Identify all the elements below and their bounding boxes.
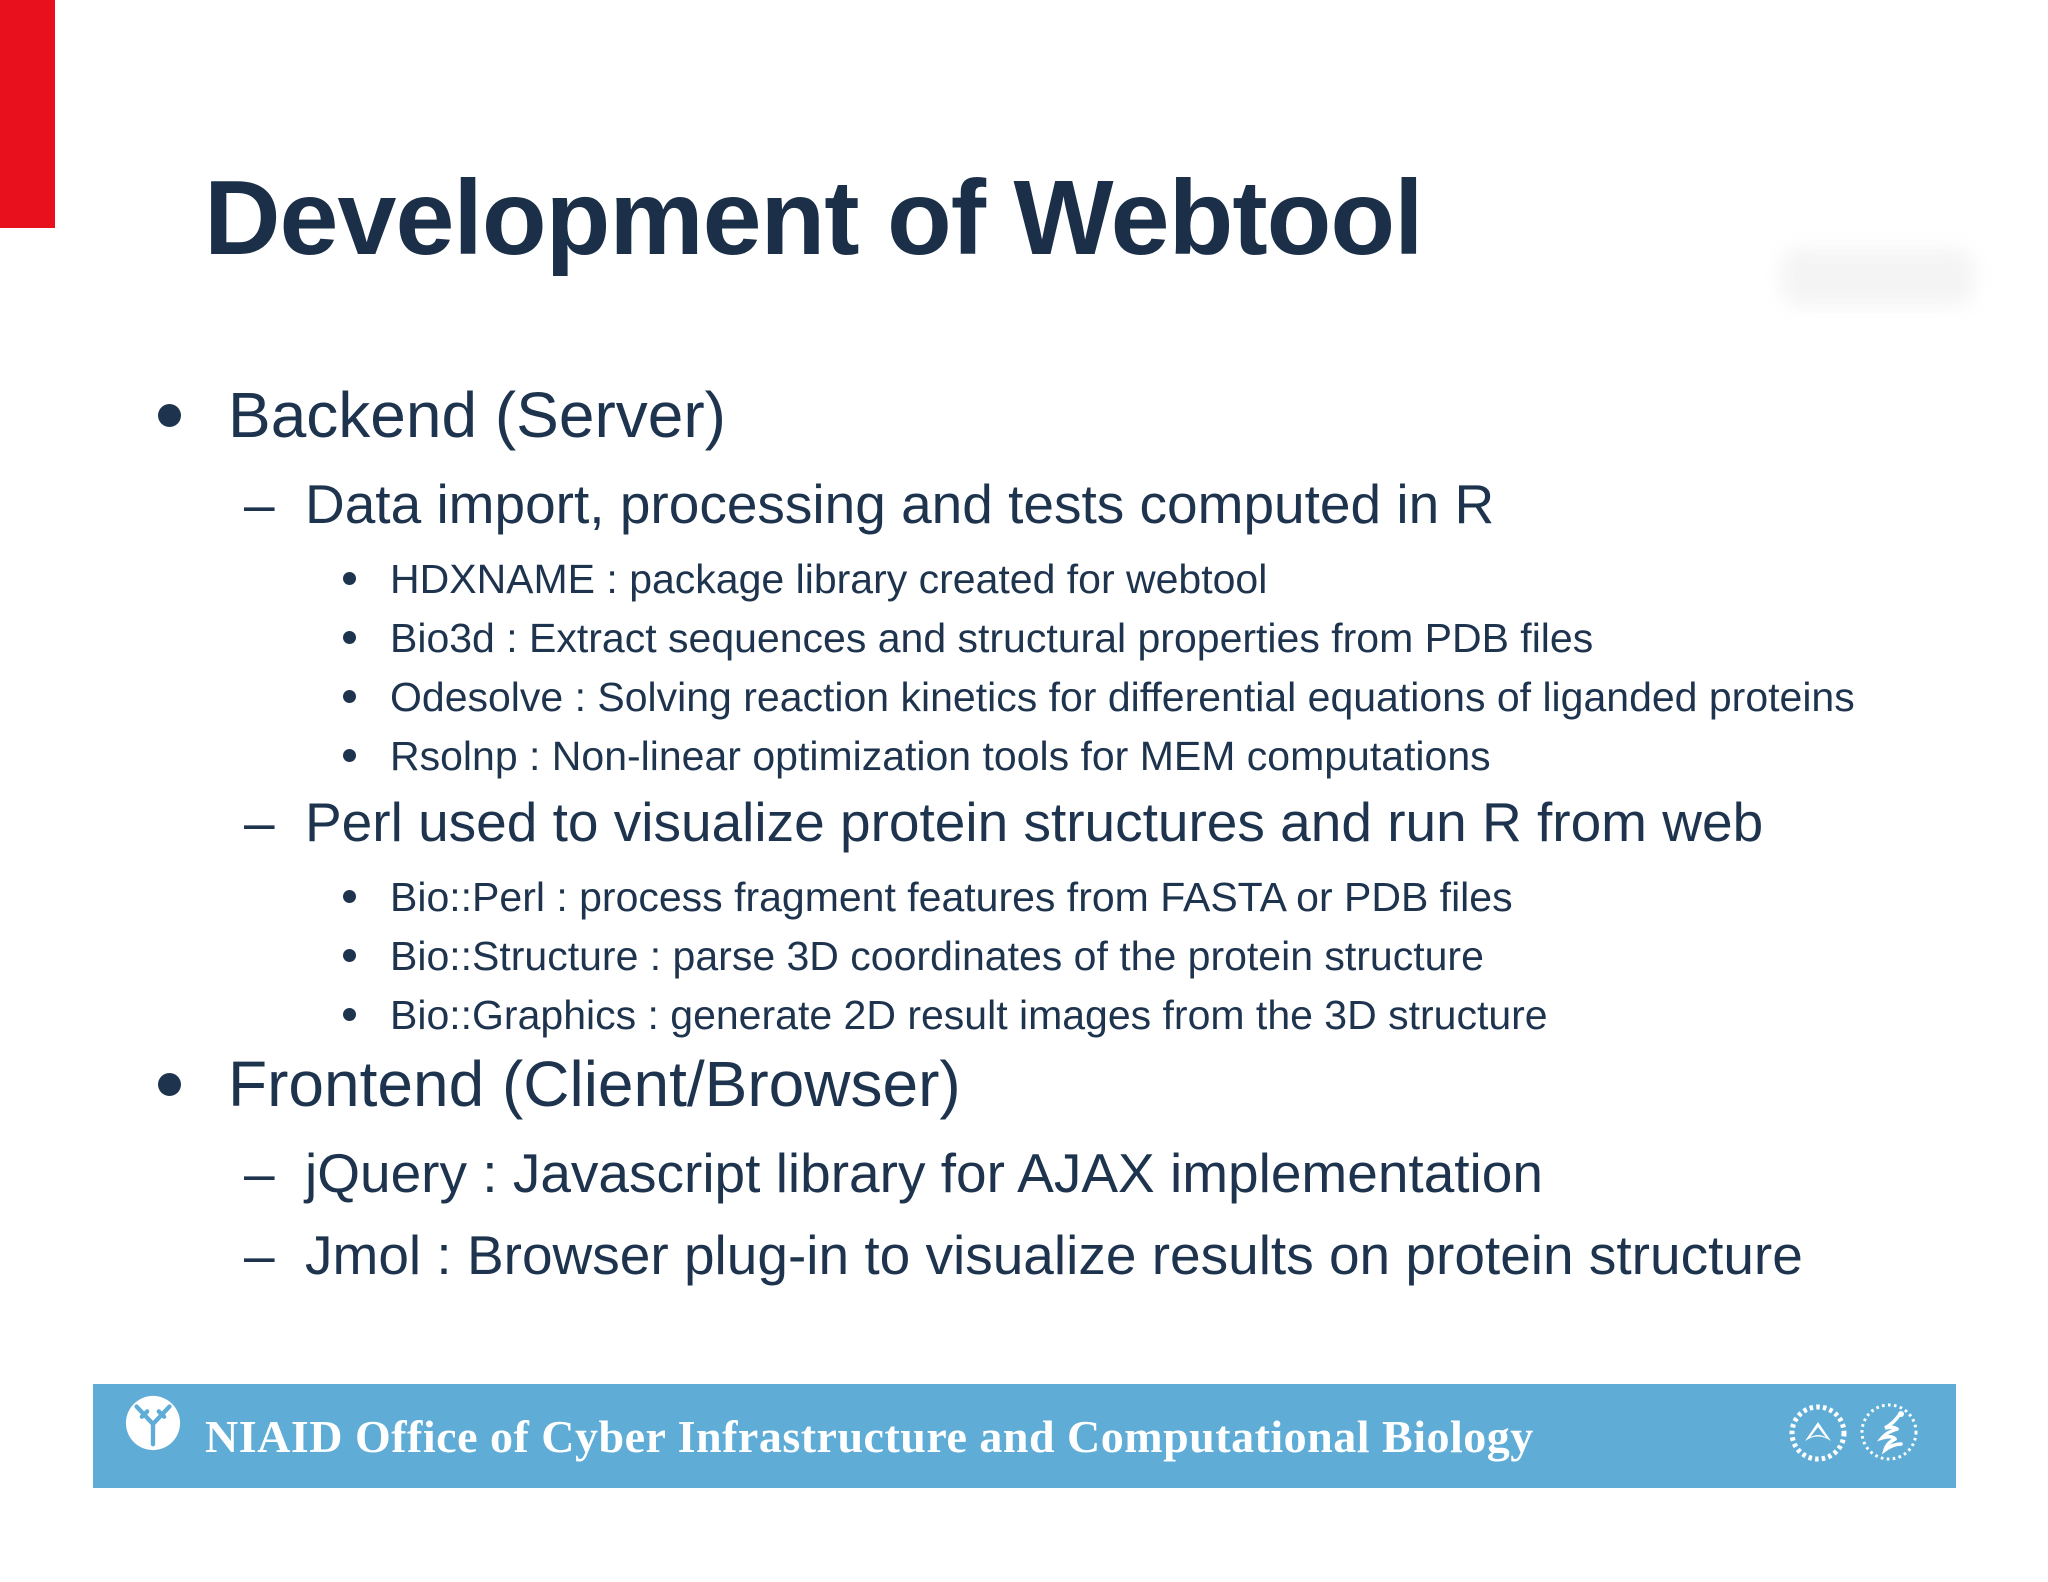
bullet-icon (343, 690, 356, 703)
list-item-label: Bio::Structure : parse 3D coordinates of… (390, 933, 1484, 979)
footer-bar: NIAID Office of Cyber Infrastructure and… (93, 1384, 1956, 1488)
list-item: Bio::Perl : process fragment features fr… (0, 868, 2048, 927)
list-item-label: Odesolve : Solving reaction kinetics for… (390, 674, 1855, 720)
bullet-icon (158, 1073, 181, 1096)
list-item-label: Perl used to visualize protein structure… (305, 791, 1764, 853)
hhs-eagle-icon (1860, 1403, 1918, 1461)
bullet-icon (343, 890, 356, 903)
list-item-label: Frontend (Client/Browser) (228, 1048, 961, 1120)
list-item: Bio3d : Extract sequences and structural… (0, 609, 2048, 668)
bullet-icon (343, 749, 356, 762)
list-item: Bio::Structure : parse 3D coordinates of… (0, 927, 2048, 986)
niaid-logo-icon (125, 1395, 181, 1451)
nih-logo-icon (1789, 1404, 1847, 1462)
bullet-list: Backend (Server)–Data import, processing… (0, 376, 2048, 1301)
dash-icon: – (244, 1224, 275, 1286)
list-item: HDXNAME : package library created for we… (0, 550, 2048, 609)
dash-icon: – (244, 1142, 275, 1204)
bullet-icon (343, 572, 356, 585)
list-item: Odesolve : Solving reaction kinetics for… (0, 668, 2048, 727)
dash-icon: – (244, 791, 275, 853)
list-item-label: Bio::Graphics : generate 2D result image… (390, 992, 1548, 1038)
footer-title: NIAID Office of Cyber Infrastructure and… (205, 1410, 1534, 1462)
list-item-label: Bio3d : Extract sequences and structural… (390, 615, 1594, 661)
page-title: Development of Webtool (204, 159, 1424, 277)
list-item: Backend (Server) (0, 376, 2048, 454)
list-item-label: Jmol : Browser plug-in to visualize resu… (305, 1224, 1803, 1286)
list-item: –jQuery : Javascript library for AJAX im… (0, 1137, 2048, 1209)
list-item-label: HDXNAME : package library created for we… (390, 556, 1268, 602)
list-item-label: jQuery : Javascript library for AJAX imp… (305, 1142, 1543, 1204)
bullet-icon (158, 404, 181, 427)
list-item-label: Rsolnp : Non-linear optimization tools f… (390, 733, 1491, 779)
list-item-label: Bio::Perl : process fragment features fr… (390, 874, 1513, 920)
dash-icon: – (244, 473, 275, 535)
list-item: –Jmol : Browser plug-in to visualize res… (0, 1219, 2048, 1291)
bullet-icon (343, 631, 356, 644)
title-smudge (1780, 248, 1975, 306)
list-item-label: Data import, processing and tests comput… (305, 473, 1495, 535)
list-item: –Perl used to visualize protein structur… (0, 786, 2048, 858)
list-item: Rsolnp : Non-linear optimization tools f… (0, 727, 2048, 786)
bullet-icon (343, 949, 356, 962)
bullet-icon (343, 1008, 356, 1021)
list-item-label: Backend (Server) (228, 379, 726, 451)
list-item: –Data import, processing and tests compu… (0, 468, 2048, 540)
list-item: Bio::Graphics : generate 2D result image… (0, 986, 2048, 1045)
red-edge-bar (0, 0, 55, 228)
list-item: Frontend (Client/Browser) (0, 1045, 2048, 1123)
